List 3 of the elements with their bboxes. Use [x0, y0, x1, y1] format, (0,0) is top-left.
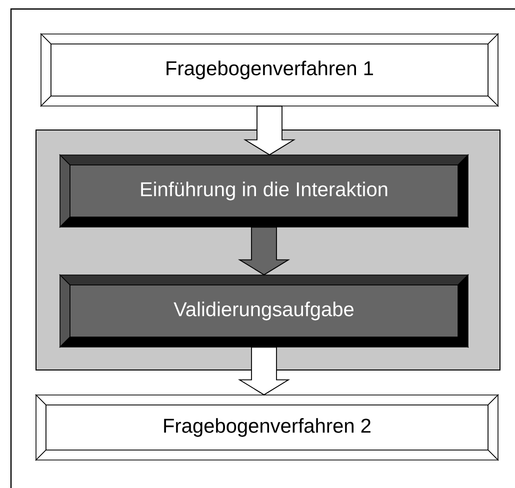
block-arrow	[238, 226, 290, 276]
block-arrow	[243, 106, 296, 156]
block-arrow	[238, 346, 290, 396]
